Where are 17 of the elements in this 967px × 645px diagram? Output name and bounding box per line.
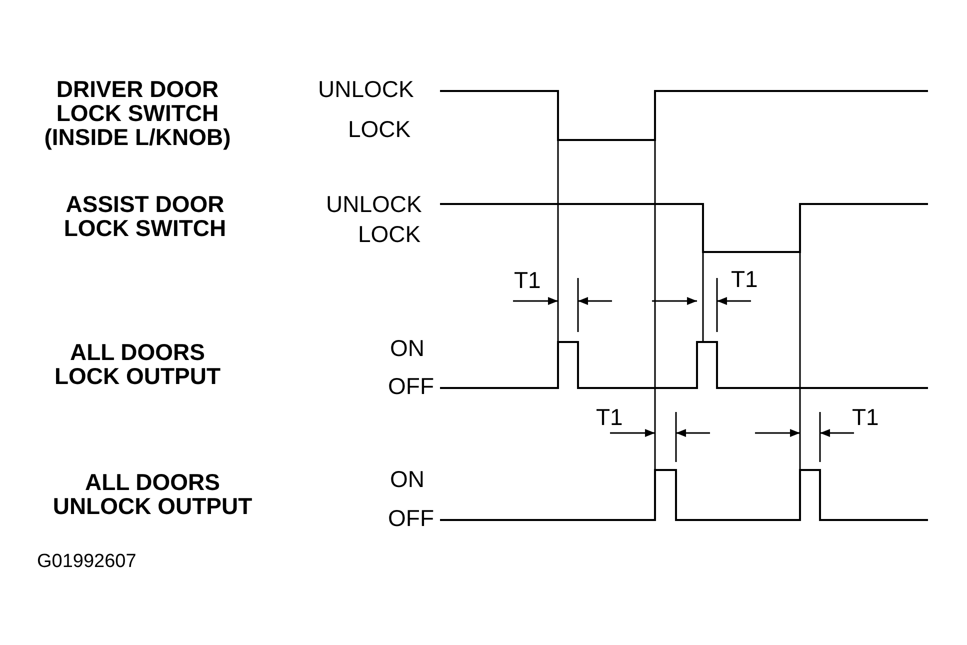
timing-label: T1 — [852, 405, 879, 429]
state-label: LOCK — [358, 222, 421, 246]
timing-label: T1 — [731, 267, 758, 291]
timing-label: T1 — [514, 268, 541, 292]
signal-name: DRIVER DOOR LOCK SWITCH (INSIDE L/KNOB) — [43, 77, 232, 149]
state-label: UNLOCK — [318, 77, 414, 101]
state-label: UNLOCK — [326, 192, 422, 216]
signal-name: ASSIST DOOR LOCK SWITCH — [62, 192, 228, 240]
signal-name: ALL DOORS UNLOCK OUTPUT — [52, 470, 254, 518]
figure-code: G01992607 — [37, 550, 136, 574]
state-label: ON — [390, 336, 424, 360]
state-label: ON — [390, 467, 424, 491]
signal-name: ALL DOORS LOCK OUTPUT — [53, 340, 222, 388]
state-label: OFF — [388, 506, 434, 530]
state-label: OFF — [388, 374, 434, 398]
timing-label: T1 — [596, 405, 623, 429]
state-label: LOCK — [348, 117, 411, 141]
